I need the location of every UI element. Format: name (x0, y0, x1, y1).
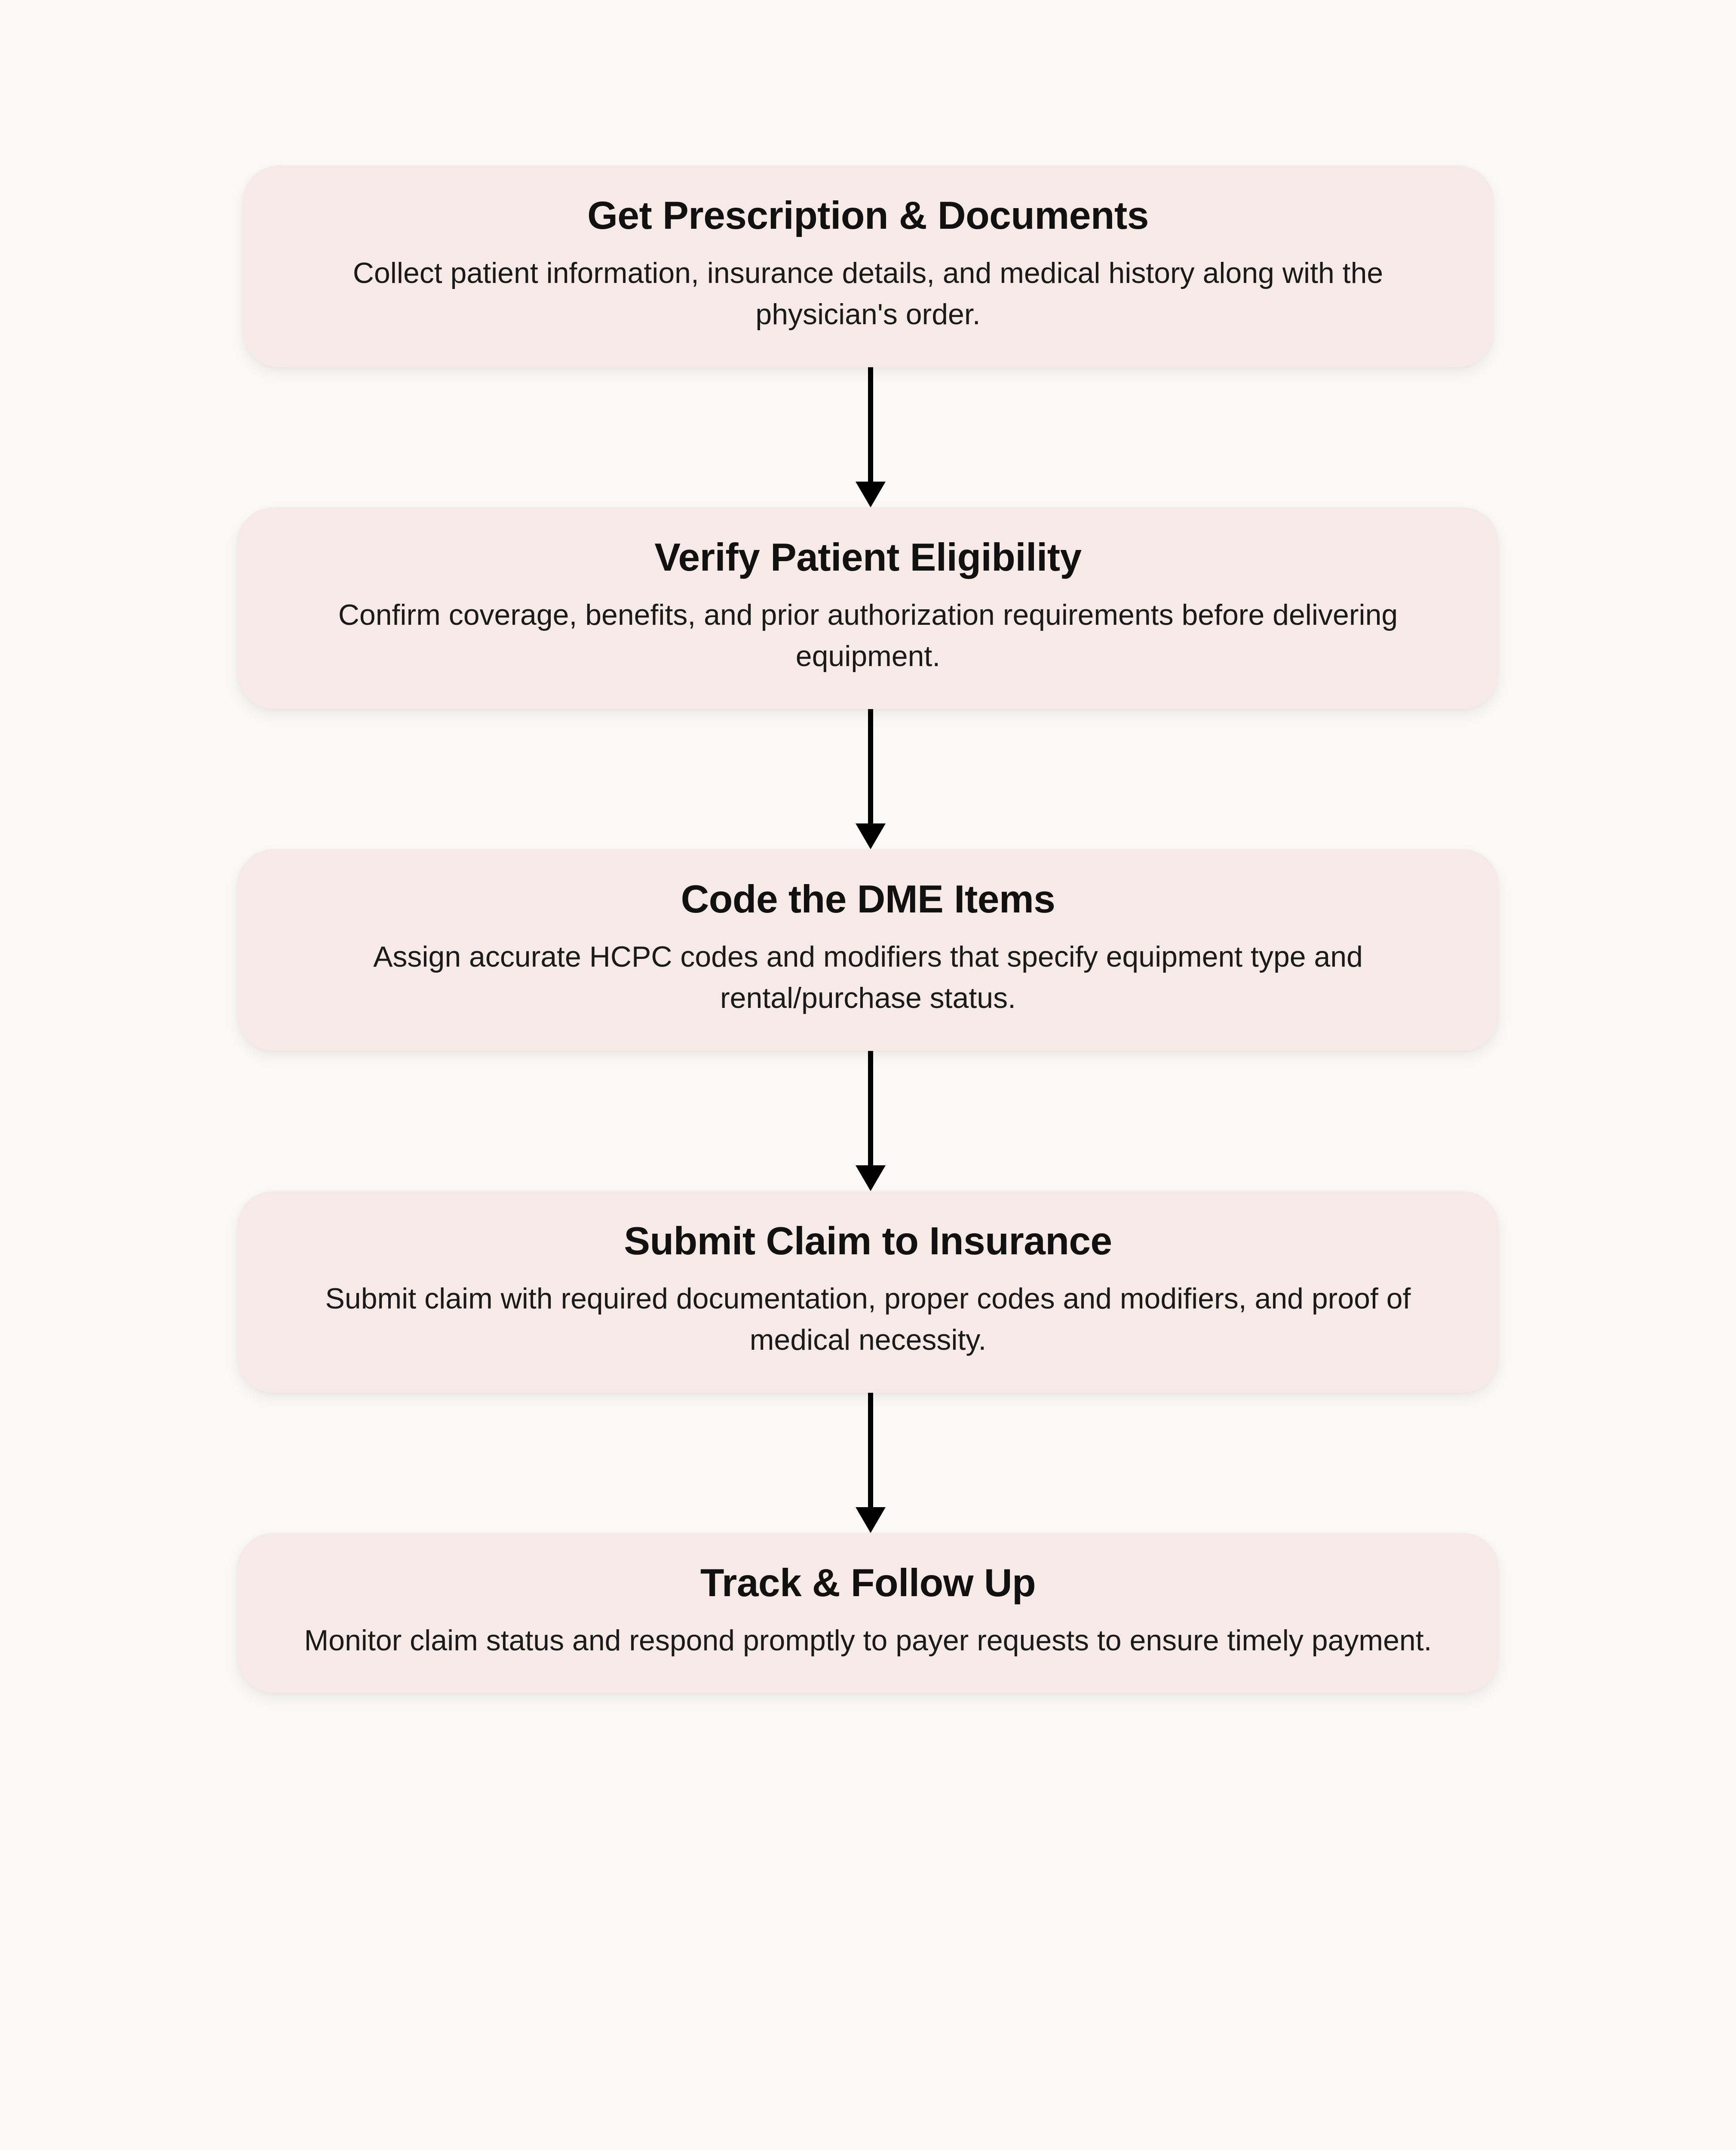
flow-step-card-1: Get Prescription & Documents Collect pat… (242, 166, 1494, 367)
step-description-5: Monitor claim status and respond promptl… (304, 1624, 1432, 1657)
step-title-4: Submit Claim to Insurance (624, 1219, 1112, 1263)
flow-step-card-3: Code the DME Items Assign accurate HCPC … (237, 849, 1499, 1051)
flow-connector-1 (845, 367, 896, 507)
down-arrow-icon (856, 367, 886, 507)
flow-step-card-4: Submit Claim to Insurance Submit claim w… (237, 1191, 1499, 1393)
step-title-1: Get Prescription & Documents (587, 194, 1149, 237)
down-arrow-icon (856, 1393, 886, 1533)
step-title-5: Track & Follow Up (700, 1561, 1036, 1605)
down-arrow-icon (856, 1051, 886, 1191)
flow-connector-2 (845, 709, 896, 849)
step-description-4: Submit claim with required documentation… (325, 1282, 1411, 1357)
down-arrow-icon (856, 709, 886, 849)
flow-step-card-2: Verify Patient Eligibility Confirm cover… (237, 507, 1499, 709)
step-description-3: Assign accurate HCPC codes and modifiers… (373, 940, 1363, 1015)
flow-step-card-5: Track & Follow Up Monitor claim status a… (237, 1533, 1499, 1693)
step-description-2: Confirm coverage, benefits, and prior au… (338, 598, 1398, 673)
step-title-3: Code the DME Items (681, 878, 1055, 921)
step-description-1: Collect patient information, insurance d… (353, 256, 1383, 331)
flow-connector-4 (845, 1393, 896, 1533)
step-title-2: Verify Patient Eligibility (654, 536, 1082, 579)
flow-connector-3 (845, 1051, 896, 1191)
